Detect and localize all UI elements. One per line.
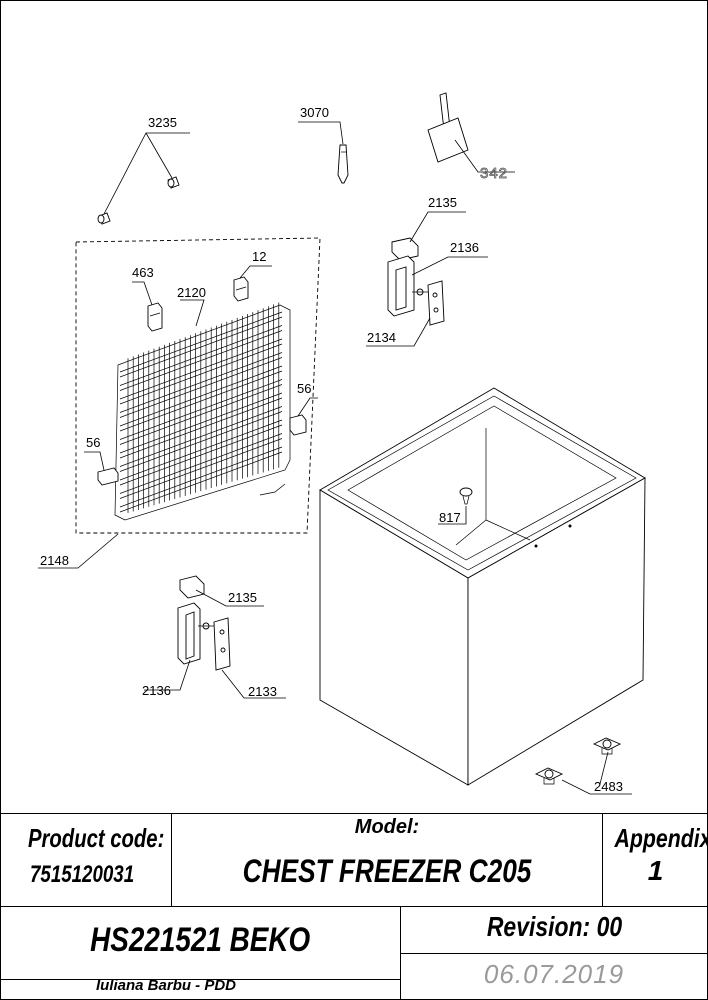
callout-56-left: 56: [86, 435, 100, 450]
revision-label: Revision: 00: [486, 911, 622, 942]
callout-3235: 3235: [148, 115, 177, 130]
title-block: Product code: 7515120031 Model: CHEST FR…: [0, 813, 708, 1000]
callout-2136-upper: 2136: [450, 240, 479, 255]
part-2483-feet: [534, 737, 632, 795]
part-2120-condenser: [114, 302, 291, 521]
part-3235-plugs: [97, 132, 190, 225]
callout-2135-lower: 2135: [228, 590, 257, 605]
callout-2483: 2483: [594, 779, 623, 794]
part-56-clip-right: [289, 397, 318, 436]
part-lower-hinge-assembly: [144, 575, 286, 699]
date-cell: [400, 953, 708, 1000]
date: 06.07.2019: [483, 959, 625, 989]
callout-2135-upper: 2135: [428, 195, 457, 210]
appendix-label: Appendix:: [614, 823, 708, 853]
callout-817: 817: [439, 510, 461, 525]
part-56-clip-left: [84, 451, 119, 486]
part-463-clip: [132, 281, 163, 332]
callout-2134: 2134: [367, 330, 396, 345]
callout-56-right: 56: [297, 381, 311, 396]
part-342-scraper: [427, 92, 515, 173]
product-code-value: 7515120031: [30, 861, 135, 888]
freezer-cabinet: [319, 387, 646, 786]
condenser-envelope: [75, 237, 321, 534]
part-upper-hinge-assembly: [366, 211, 488, 347]
part-3070-sensor: [298, 121, 349, 184]
appendix-value: 1: [647, 855, 664, 886]
document-code: HS221521 BEKO: [90, 921, 311, 959]
callout-2120: 2120: [177, 285, 206, 300]
callout-2136-lower: 2136: [142, 683, 171, 698]
leader-2120: [180, 299, 205, 327]
part-12-clip: [233, 265, 272, 302]
callout-463: 463: [132, 265, 154, 280]
callout-2133: 2133: [248, 684, 277, 699]
callout-12: 12: [252, 249, 266, 264]
product-code-label: Product code:: [28, 823, 165, 853]
callout-2148: 2148: [40, 553, 69, 568]
callout-342: 342: [480, 165, 508, 182]
callout-3070: 3070: [300, 105, 329, 120]
model-value: CHEST FREEZER C205: [242, 853, 532, 889]
author-divider: [0, 979, 401, 980]
author: Iuliana Barbu - PDD: [96, 977, 237, 994]
model-label: Model:: [354, 816, 420, 838]
leader-2148: [38, 533, 119, 569]
